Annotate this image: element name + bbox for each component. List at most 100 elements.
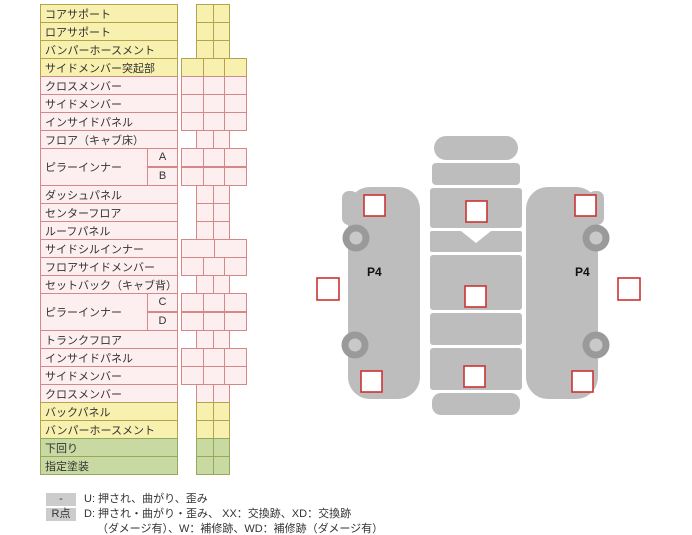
legend: -U: 押され、曲がり、歪み R点 D: 押され・曲がり・歪み、 XX：交換跡、X… xyxy=(46,492,383,535)
damage-cell xyxy=(202,293,226,312)
damage-cell xyxy=(212,4,230,23)
table-row: ロアサポート xyxy=(40,22,255,41)
damage-cell-group xyxy=(181,293,248,312)
table-row: サイドメンバー xyxy=(40,366,255,385)
damage-marker-left-side-rear xyxy=(360,370,383,393)
damage-marker-right-side-rear xyxy=(571,370,594,393)
table-row: クロスメンバー xyxy=(40,76,255,95)
table-row: サイドシルインナー xyxy=(40,239,255,258)
pillar-sub-label: D xyxy=(147,312,178,331)
damage-cell xyxy=(196,384,214,403)
damage-cell xyxy=(224,167,248,186)
damage-cell-group xyxy=(196,420,230,439)
damage-cell xyxy=(181,366,204,385)
damage-cell xyxy=(196,130,214,149)
damage-cell xyxy=(224,58,248,77)
legend-row-cont: （ダメージ有）、W：補修跡、WD：補修跡（ダメージ有） xyxy=(46,522,383,535)
legend-text-r: D: 押され・曲がり・歪み、 XX：交換跡、XD：交換跡 xyxy=(84,508,352,520)
damage-marker-right-side-front xyxy=(574,194,597,217)
damage-cell xyxy=(212,330,230,349)
part-label: バンパーホースメント xyxy=(40,420,178,439)
damage-cell-group xyxy=(196,221,230,240)
legend-row-u: -U: 押され、曲がり、歪み xyxy=(46,492,383,507)
windshield-notch xyxy=(461,231,491,243)
damage-cell xyxy=(224,257,248,276)
damage-cell xyxy=(181,239,215,258)
damage-cell-group xyxy=(196,4,230,23)
damage-cell xyxy=(212,275,230,294)
damage-cell xyxy=(181,257,204,276)
table-row: トランクフロア xyxy=(40,330,255,349)
damage-cell xyxy=(196,402,214,421)
car-top-view xyxy=(430,136,522,415)
table-row: フロア（キャブ床） xyxy=(40,130,255,149)
part-label: フロアサイドメンバー xyxy=(40,257,178,276)
damage-cell-group xyxy=(181,76,248,95)
parts-table: コアサポートロアサポートバンパーホースメントサイドメンバー突起部クロスメンバーサ… xyxy=(40,4,255,475)
table-row: インサイドパネル xyxy=(40,112,255,131)
damage-cell xyxy=(212,402,230,421)
damage-cell-group xyxy=(181,148,248,167)
damage-cell xyxy=(181,293,204,312)
damage-cell xyxy=(196,4,214,23)
part-label: バックパネル xyxy=(40,402,178,421)
damage-cell xyxy=(212,40,230,59)
legend-key-rpoint: R点 xyxy=(46,507,76,521)
damage-cell-group xyxy=(181,348,248,367)
damage-cell xyxy=(224,94,248,113)
table-row: サイドメンバー突起部 xyxy=(40,58,255,77)
damage-cell xyxy=(181,148,204,167)
damage-cell-group xyxy=(196,22,230,41)
damage-cell xyxy=(202,58,226,77)
pillar-sub-label: C xyxy=(147,293,178,312)
damage-cell xyxy=(212,221,230,240)
damage-cell xyxy=(212,185,230,204)
car-right-side-view xyxy=(526,187,610,399)
part-label: コアサポート xyxy=(40,4,178,23)
damage-marker-left-side-front xyxy=(363,194,386,217)
damage-cell xyxy=(202,94,226,113)
damage-cell xyxy=(224,312,248,331)
car-left-side-view xyxy=(341,187,420,399)
damage-cell xyxy=(196,221,214,240)
table-row: セットバック（キャブ背） xyxy=(40,275,255,294)
table-row: 指定塗装 xyxy=(40,456,255,475)
pillar-sub-label: B xyxy=(147,167,178,186)
damage-cell-group xyxy=(196,384,230,403)
damage-cell xyxy=(196,438,214,457)
pillar-sub-row: D xyxy=(40,312,255,331)
damage-cell-group xyxy=(196,275,230,294)
legend-text-u: U: 押され、曲がり、歪み xyxy=(84,493,208,505)
pillar-sub-label: A xyxy=(147,148,178,167)
damage-marker-left-outer xyxy=(316,277,340,301)
part-label: トランクフロア xyxy=(40,330,178,349)
damage-cell xyxy=(196,275,214,294)
part-label: クロスメンバー xyxy=(40,384,178,403)
part-label: ルーフパネル xyxy=(40,221,178,240)
damage-cell-group xyxy=(196,40,230,59)
damage-marker-top-front xyxy=(465,200,488,223)
damage-cell-group xyxy=(196,203,230,222)
table-row: コアサポート xyxy=(40,4,255,23)
table-row: バックパネル xyxy=(40,402,255,421)
damage-cell xyxy=(181,167,204,186)
damage-code-label: P4 xyxy=(575,265,590,279)
damage-cell xyxy=(213,239,247,258)
damage-cell-group xyxy=(181,112,248,131)
damage-cell xyxy=(181,94,204,113)
damage-cell xyxy=(202,76,226,95)
damage-cell xyxy=(181,76,204,95)
part-label: フロア（キャブ床） xyxy=(40,130,178,149)
legend-row-r: R点 D: 押され・曲がり・歪み、 XX：交換跡、XD：交換跡 xyxy=(46,507,383,522)
damage-cell xyxy=(202,112,226,131)
damage-cell-group xyxy=(181,366,248,385)
damage-cell xyxy=(202,366,226,385)
damage-cell xyxy=(224,76,248,95)
table-row: クロスメンバー xyxy=(40,384,255,403)
damage-cell xyxy=(212,420,230,439)
table-row: センターフロア xyxy=(40,203,255,222)
